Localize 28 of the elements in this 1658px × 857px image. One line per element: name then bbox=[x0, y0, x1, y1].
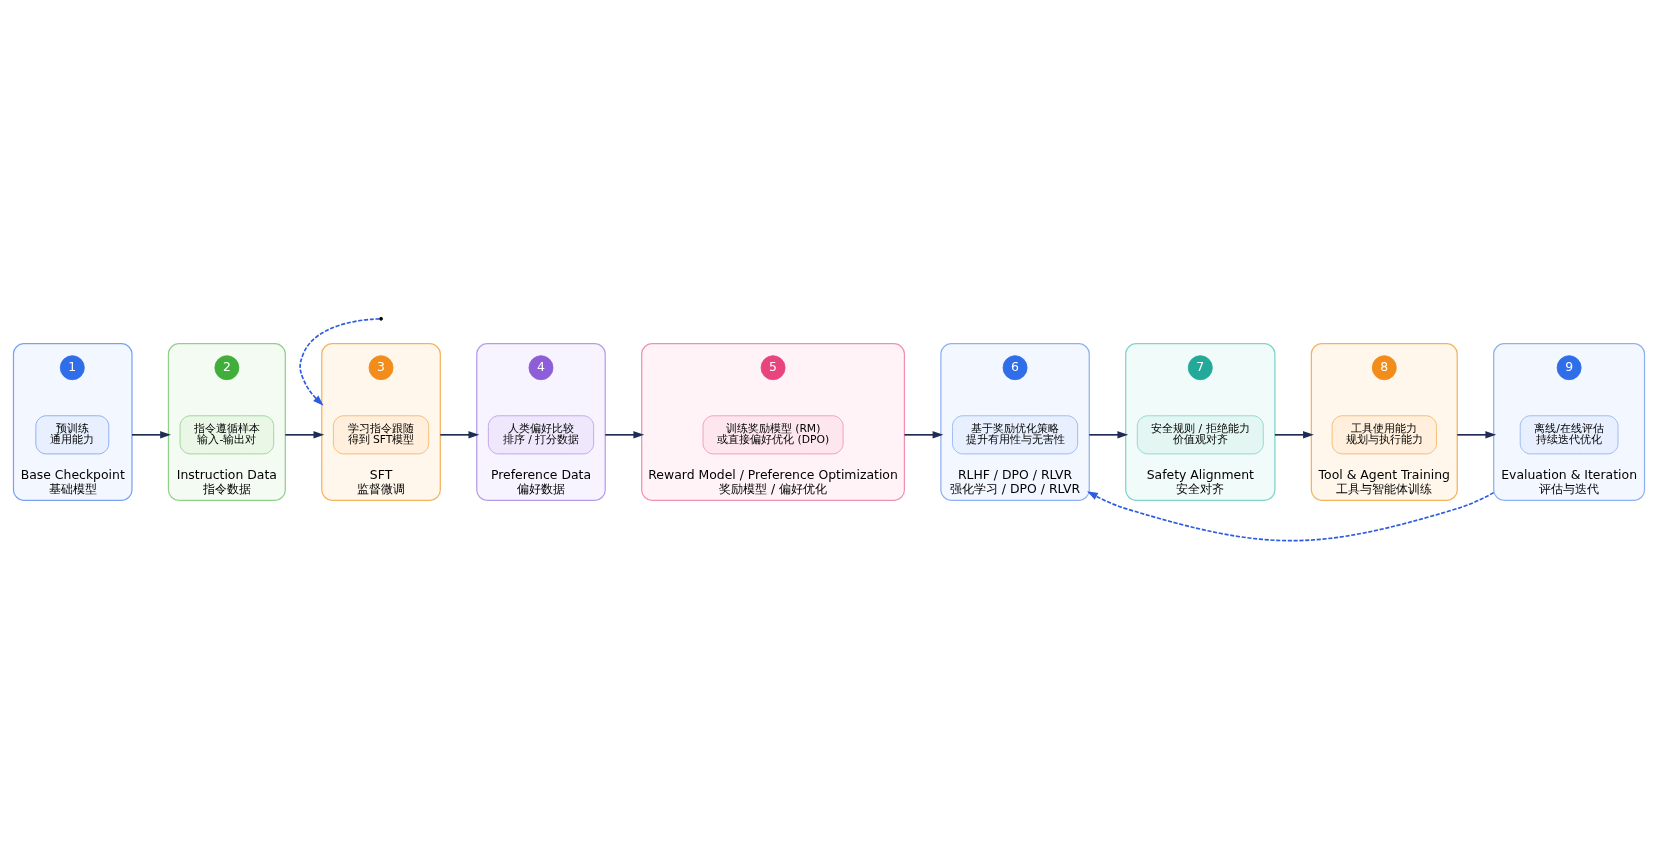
node-box: 安全规则 / 拒绝能力 价值观对齐 bbox=[1136, 414, 1264, 454]
node-circle: 3 bbox=[368, 354, 394, 380]
arrow bbox=[903, 430, 944, 439]
node-box: 人类偏好比较 排序 / 打分数据 bbox=[487, 414, 595, 454]
node-circle: 5 bbox=[760, 354, 786, 380]
arrow bbox=[299, 317, 381, 406]
arrow bbox=[1087, 490, 1495, 541]
node-box: 学习指令跟随 得到 SFT模型 bbox=[332, 414, 430, 454]
node-circle: 8 bbox=[1371, 354, 1397, 380]
arrow bbox=[284, 430, 325, 439]
node-box: 基于奖励优化策略 提升有用性与无害性 bbox=[952, 414, 1079, 454]
arrow bbox=[1274, 430, 1314, 439]
arrow bbox=[131, 430, 171, 439]
node-box: 训练奖励模型 (RM) 或直接偏好优化 (DPO) bbox=[702, 414, 844, 454]
node-circle: 9 bbox=[1556, 354, 1582, 380]
node-box: 离线/在线评估 持续迭代优化 bbox=[1519, 414, 1619, 454]
node-box: 预训练 通用能力 bbox=[35, 414, 110, 454]
arrow bbox=[439, 430, 480, 439]
node-circle: 2 bbox=[214, 354, 240, 380]
node-box: 工具使用能力 规划与执行能力 bbox=[1331, 414, 1437, 454]
node-circle: 7 bbox=[1187, 354, 1213, 380]
arrow bbox=[604, 430, 645, 439]
node-box: 指令遵循样本 输入-输出对 bbox=[179, 414, 275, 454]
arrow bbox=[1088, 430, 1129, 439]
node-circle: 6 bbox=[1002, 354, 1028, 380]
arrow bbox=[1456, 430, 1497, 439]
node-circle: 4 bbox=[528, 354, 554, 380]
node-circle: 1 bbox=[59, 354, 85, 380]
